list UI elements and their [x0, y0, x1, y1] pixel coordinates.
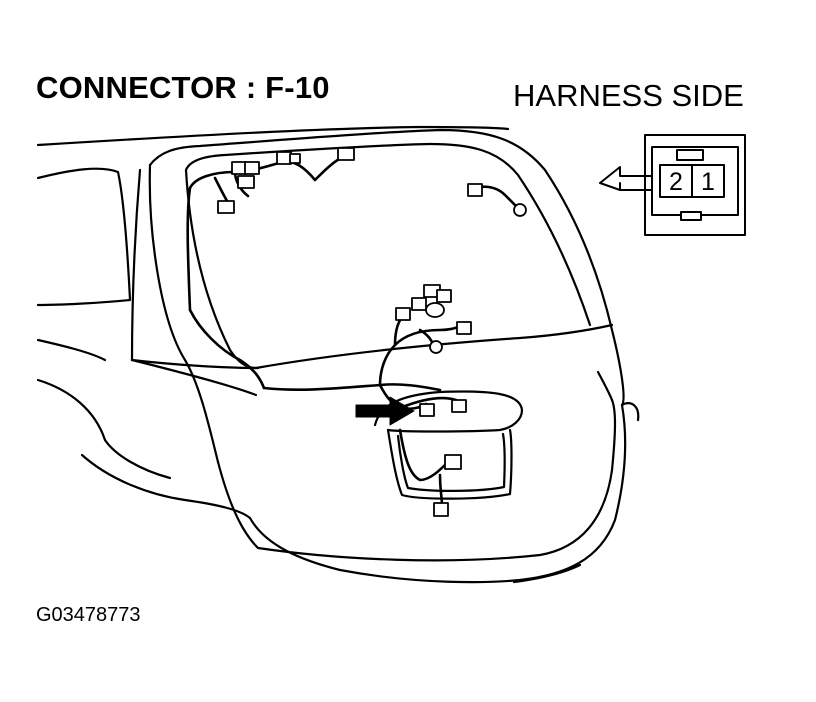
connector-title: CONNECTOR : F-10	[36, 70, 330, 105]
connector-locator-arrow	[355, 396, 415, 426]
vehicle-body-outline	[36, 125, 640, 584]
harness-side-label: HARNESS SIDE	[513, 78, 744, 113]
pin-label: 2	[669, 168, 683, 196]
license-plate-recess	[373, 390, 524, 500]
connector-face-view	[599, 134, 746, 236]
view-direction-arrow	[599, 166, 653, 191]
harness-connectors	[217, 147, 527, 517]
figure-id: G03478773	[36, 604, 141, 626]
liftgate-outline	[130, 128, 625, 562]
pin-label: 1	[701, 168, 715, 196]
